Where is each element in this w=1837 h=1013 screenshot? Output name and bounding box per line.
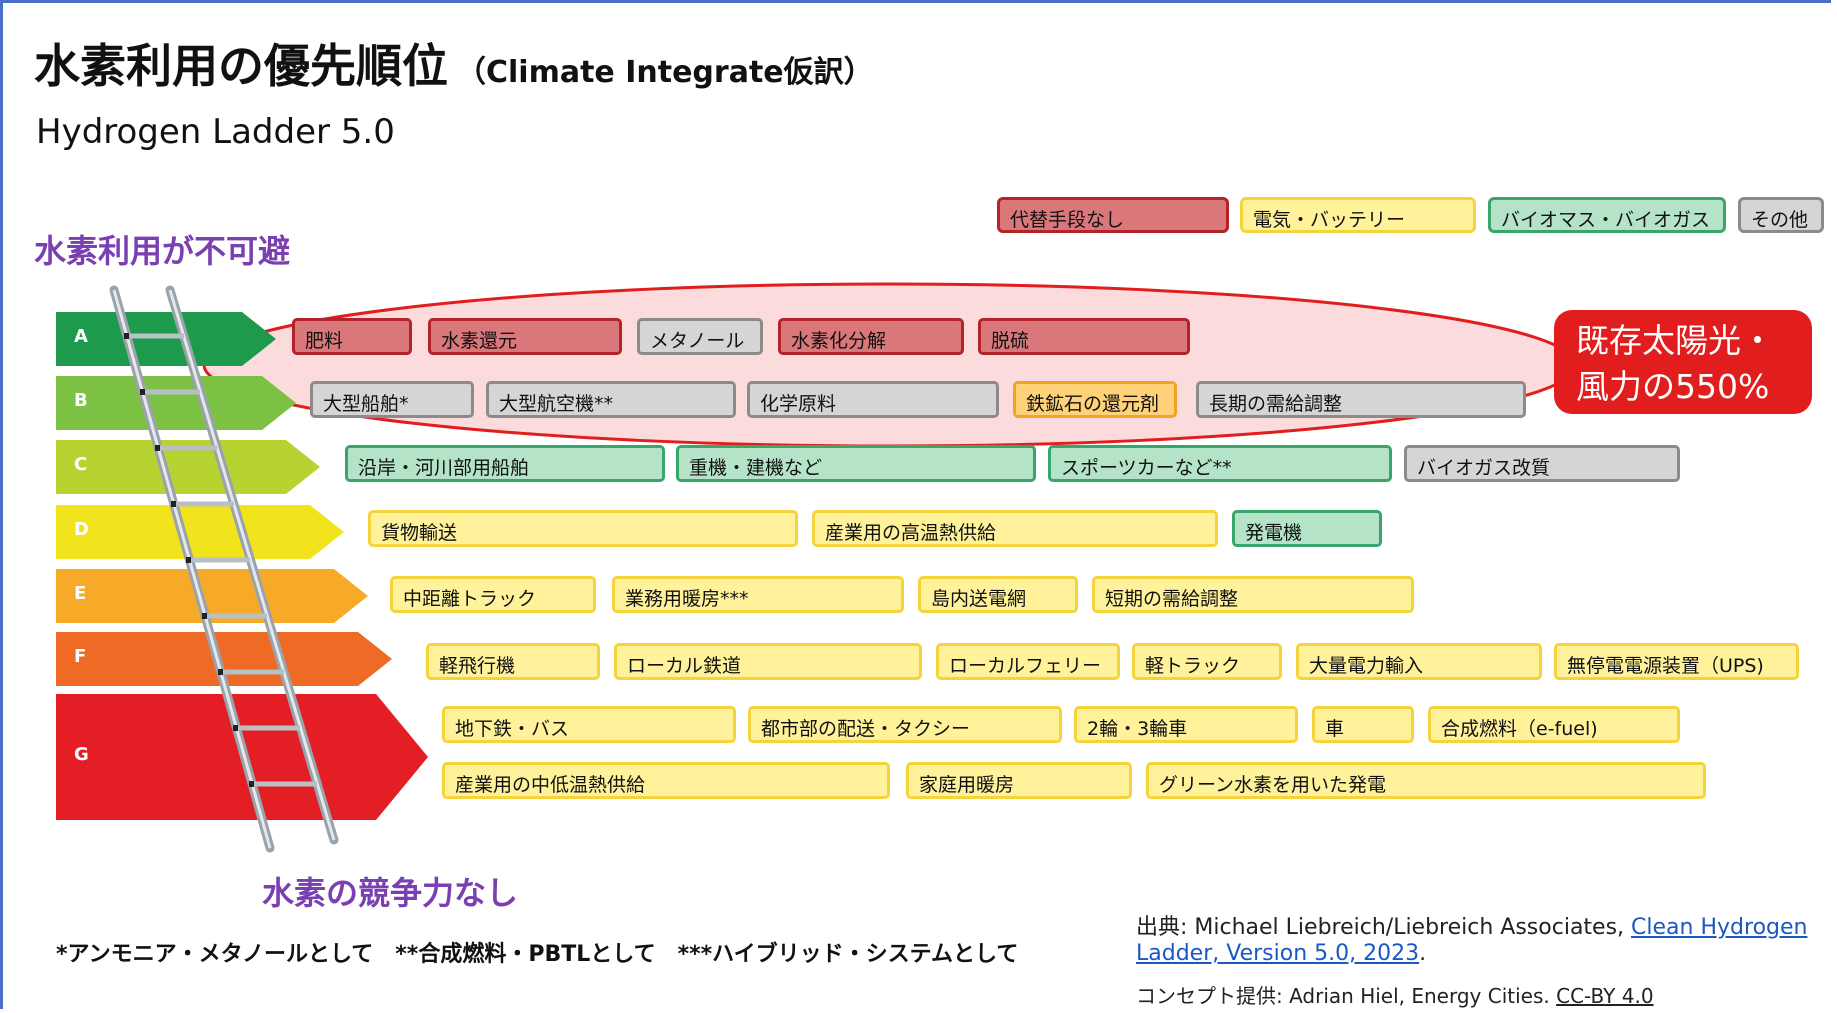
- item-long-duration-balancing: 長期の需給調整: [1196, 381, 1526, 418]
- item-freight-transport: 貨物輸送: [368, 510, 798, 547]
- rung-f-letter: F: [74, 646, 87, 667]
- item-biogas-reforming: バイオガス改質: [1404, 445, 1680, 482]
- item-iron-ore-reduction: 鉄鉱石の還元剤: [1013, 381, 1177, 418]
- legend-item-other: その他: [1738, 197, 1824, 233]
- rung-d: D: [56, 505, 344, 559]
- item-island-grids: 島内送電網: [918, 576, 1078, 613]
- page-title: 水素利用の優先順位（Climate Integrate仮訳）: [34, 30, 874, 96]
- item-short-duration-balancing: 短期の需給調整: [1092, 576, 1414, 613]
- legend-item-no-alternative: 代替手段なし: [997, 197, 1229, 233]
- item-cars: 車: [1312, 706, 1414, 743]
- capacity-callout: 既存太陽光・ 風力の550%: [1554, 310, 1812, 414]
- item-light-trucks: 軽トラック: [1132, 643, 1282, 680]
- item-bulk-power-imports: 大量電力輸入: [1296, 643, 1542, 680]
- rung-a-letter: A: [74, 326, 88, 347]
- item-coastal-river-vessels: 沿岸・河川部用船舶: [345, 445, 665, 482]
- item-desulfurization: 脱硫: [978, 318, 1190, 355]
- item-medium-haul-trucks: 中距離トラック: [390, 576, 596, 613]
- item-domestic-heating: 家庭用暖房: [906, 762, 1132, 799]
- rung-b: B: [56, 376, 296, 430]
- rung-c: C: [56, 440, 320, 494]
- item-two-three-wheelers: 2輪・3輪車: [1074, 706, 1298, 743]
- item-e-fuels: 合成燃料（e-fuel): [1428, 706, 1680, 743]
- item-fertilizer: 肥料: [292, 318, 412, 355]
- source-citation: 出典: Michael Liebreich/Liebreich Associat…: [1136, 915, 1837, 967]
- item-hydrogen-reduction: 水素還元: [428, 318, 622, 355]
- item-industrial-low-mid-heat: 産業用の中低温熱供給: [442, 762, 890, 799]
- item-ups: 無停電電源装置（UPS): [1554, 643, 1799, 680]
- item-heavy-machinery: 重機・建機など: [676, 445, 1036, 482]
- concept-credit: コンセプト提供: Adrian Hiel, Energy Cities. CC-…: [1136, 980, 1654, 1009]
- rung-g-letter: G: [74, 744, 89, 765]
- license-link[interactable]: CC-BY 4.0: [1556, 984, 1654, 1008]
- item-sports-cars: スポーツカーなど**: [1048, 445, 1392, 482]
- bottom-label: 水素の競争力なし: [262, 874, 519, 912]
- highlight-oval: [202, 282, 1578, 448]
- item-large-aircraft: 大型航空機**: [486, 381, 736, 418]
- rung-f: F: [56, 632, 392, 686]
- item-urban-delivery-taxis: 都市部の配送・タクシー: [748, 706, 1062, 743]
- top-label: 水素利用が不可避: [34, 232, 291, 270]
- item-commercial-heating: 業務用暖房***: [612, 576, 904, 613]
- item-chemical-feedstock: 化学原料: [747, 381, 999, 418]
- footnote: *アンモニア・メタノールとして **合成燃料・PBTLとして ***ハイブリッド…: [56, 942, 1019, 967]
- ladder-image: [109, 285, 339, 853]
- source-prefix: 出典: Michael Liebreich/Liebreich Associat…: [1136, 915, 1632, 940]
- page-subtitle: Hydrogen Ladder 5.0: [36, 112, 395, 152]
- item-large-ships: 大型船舶*: [310, 381, 474, 418]
- legend-item-electric-battery: 電気・バッテリー: [1240, 197, 1476, 233]
- callout-line-1: 既存太陽光・: [1576, 321, 1774, 360]
- legend-item-biomass-biogas: バイオマス・バイオガス: [1488, 197, 1726, 233]
- rung-e-letter: E: [74, 583, 87, 604]
- item-local-ferries: ローカルフェリー: [936, 643, 1120, 680]
- rung-c-letter: C: [74, 454, 88, 475]
- item-hydrocracking: 水素化分解: [778, 318, 964, 355]
- rung-b-letter: B: [74, 390, 88, 411]
- item-local-rail: ローカル鉄道: [614, 643, 922, 680]
- rung-e: E: [56, 569, 368, 623]
- rung-d-letter: D: [74, 519, 89, 540]
- title-note: （Climate Integrate仮訳）: [456, 55, 874, 90]
- concept-prefix: コンセプト提供: Adrian Hiel, Energy Cities.: [1136, 984, 1557, 1008]
- source-link[interactable]: Clean Hydrogen Ladder, Version 5.0, 2023: [1136, 915, 1808, 966]
- rung-a: A: [56, 312, 276, 366]
- item-methanol: メタノール: [637, 318, 763, 355]
- item-green-hydrogen-power: グリーン水素を用いた発電: [1146, 762, 1706, 799]
- item-generators: 発電機: [1232, 510, 1382, 547]
- source-suffix: .: [1419, 941, 1427, 966]
- item-metro-buses: 地下鉄・バス: [442, 706, 736, 743]
- item-industrial-high-temp-heat: 産業用の高温熱供給: [812, 510, 1218, 547]
- title-main: 水素利用の優先順位: [34, 39, 448, 93]
- item-light-aircraft: 軽飛行機: [426, 643, 600, 680]
- callout-line-2: 風力の550%: [1576, 367, 1770, 406]
